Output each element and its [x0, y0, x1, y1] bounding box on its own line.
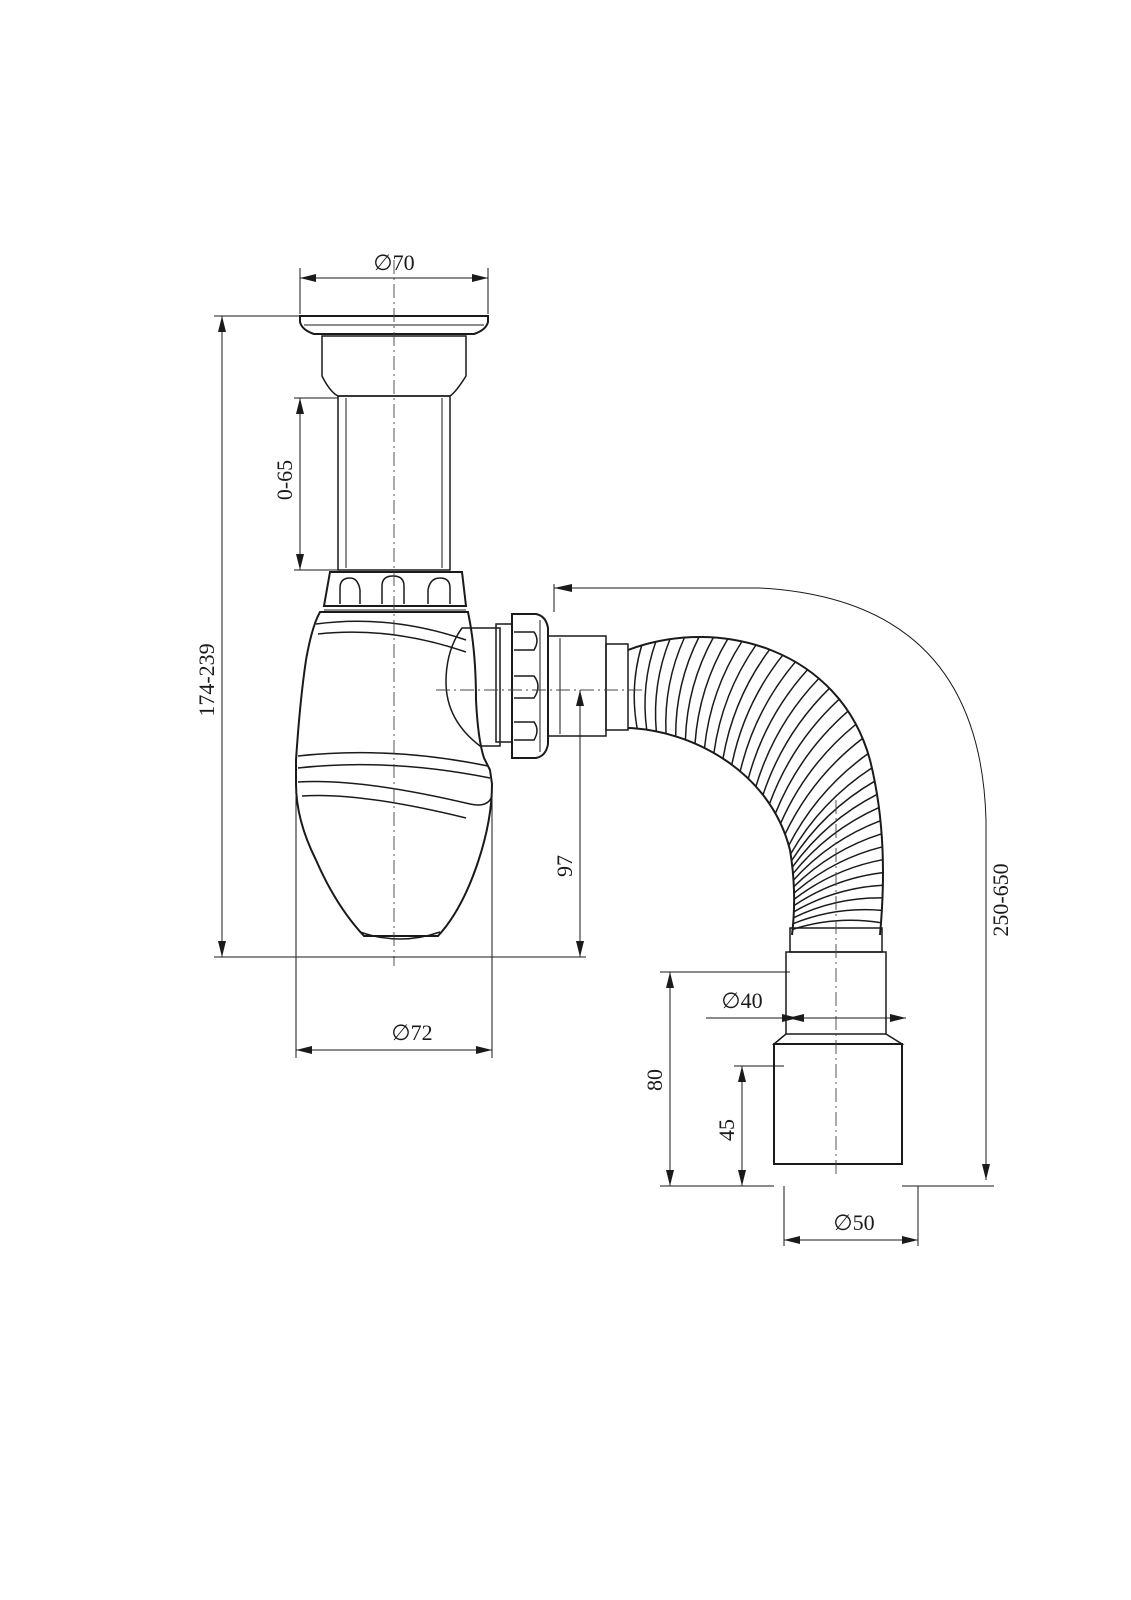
- hose-rib: [703, 640, 743, 749]
- hose-rib: [792, 908, 882, 925]
- hose-rib: [739, 661, 796, 772]
- lower-connector: [771, 951, 905, 1165]
- dim-outlet-height: 97: [552, 690, 584, 957]
- label-socket-height: 45: [714, 1119, 739, 1141]
- dim-total-height: 174-239: [194, 315, 586, 958]
- dim-outer-diameter: ∅50: [783, 1186, 919, 1246]
- extension-tube: [337, 395, 451, 571]
- hose-rib: [654, 638, 671, 732]
- hose-rib: [633, 645, 643, 729]
- hose-rib: [694, 638, 729, 744]
- hose-rib: [762, 687, 830, 796]
- hose-ribs: [633, 636, 884, 931]
- hose-rib: [790, 780, 876, 862]
- label-outlet-height: 97: [552, 855, 577, 877]
- dim-socket-height: 45: [714, 1065, 784, 1186]
- dim-top-diameter: ∅70: [299, 250, 489, 314]
- hose-rib: [791, 793, 878, 868]
- hose-rib: [784, 737, 864, 835]
- center-lines: [393, 260, 837, 1178]
- hose-rib: [779, 723, 857, 824]
- label-connector-height: 80: [642, 1069, 667, 1091]
- dim-connector-height: 80: [642, 971, 790, 1187]
- outlet-nut: [511, 613, 549, 759]
- hose-rib: [722, 649, 771, 759]
- label-hose-length: 250-650: [988, 863, 1013, 936]
- hose-rib: [684, 637, 715, 740]
- dim-hose-length: 250-650: [553, 584, 1013, 1187]
- union-nut: [322, 571, 468, 611]
- hose-rib: [755, 677, 820, 787]
- hose-rib: [774, 710, 849, 814]
- bottle-body: [295, 611, 494, 940]
- hose-rib: [793, 884, 883, 913]
- label-bottle-diameter: ∅72: [391, 1020, 432, 1045]
- dim-inner-diameter: ∅40: [706, 988, 906, 1022]
- hose-rib: [793, 871, 884, 907]
- hose-rib: [731, 654, 784, 765]
- hose-rib: [792, 819, 881, 881]
- hose-rib: [747, 669, 809, 779]
- hose-rib: [788, 752, 869, 846]
- corrugated-hose: [627, 636, 884, 953]
- label-extension-range: 0-65: [272, 460, 297, 500]
- strainer-flange: [299, 315, 489, 335]
- hose-rib: [793, 833, 882, 888]
- label-outer-diameter: ∅50: [833, 1210, 874, 1235]
- hose-rib: [768, 698, 840, 805]
- hose-rib: [665, 637, 686, 734]
- hose-rib: [793, 846, 883, 894]
- hose-rib: [792, 806, 880, 875]
- hose-rib: [793, 897, 883, 919]
- label-total-height: 174-239: [194, 643, 219, 716]
- bottle-trap: [295, 315, 629, 940]
- label-inner-diameter: ∅40: [721, 988, 762, 1013]
- label-top-diameter: ∅70: [373, 250, 414, 275]
- hose-rib: [674, 636, 700, 737]
- dim-bottle-diameter: ∅72: [295, 786, 493, 1058]
- hose-rib: [713, 644, 757, 754]
- hose-rib: [789, 767, 873, 855]
- dim-extension-range: 0-65: [272, 397, 338, 571]
- hose-rib: [644, 641, 657, 730]
- outlet-pipe: [547, 635, 629, 737]
